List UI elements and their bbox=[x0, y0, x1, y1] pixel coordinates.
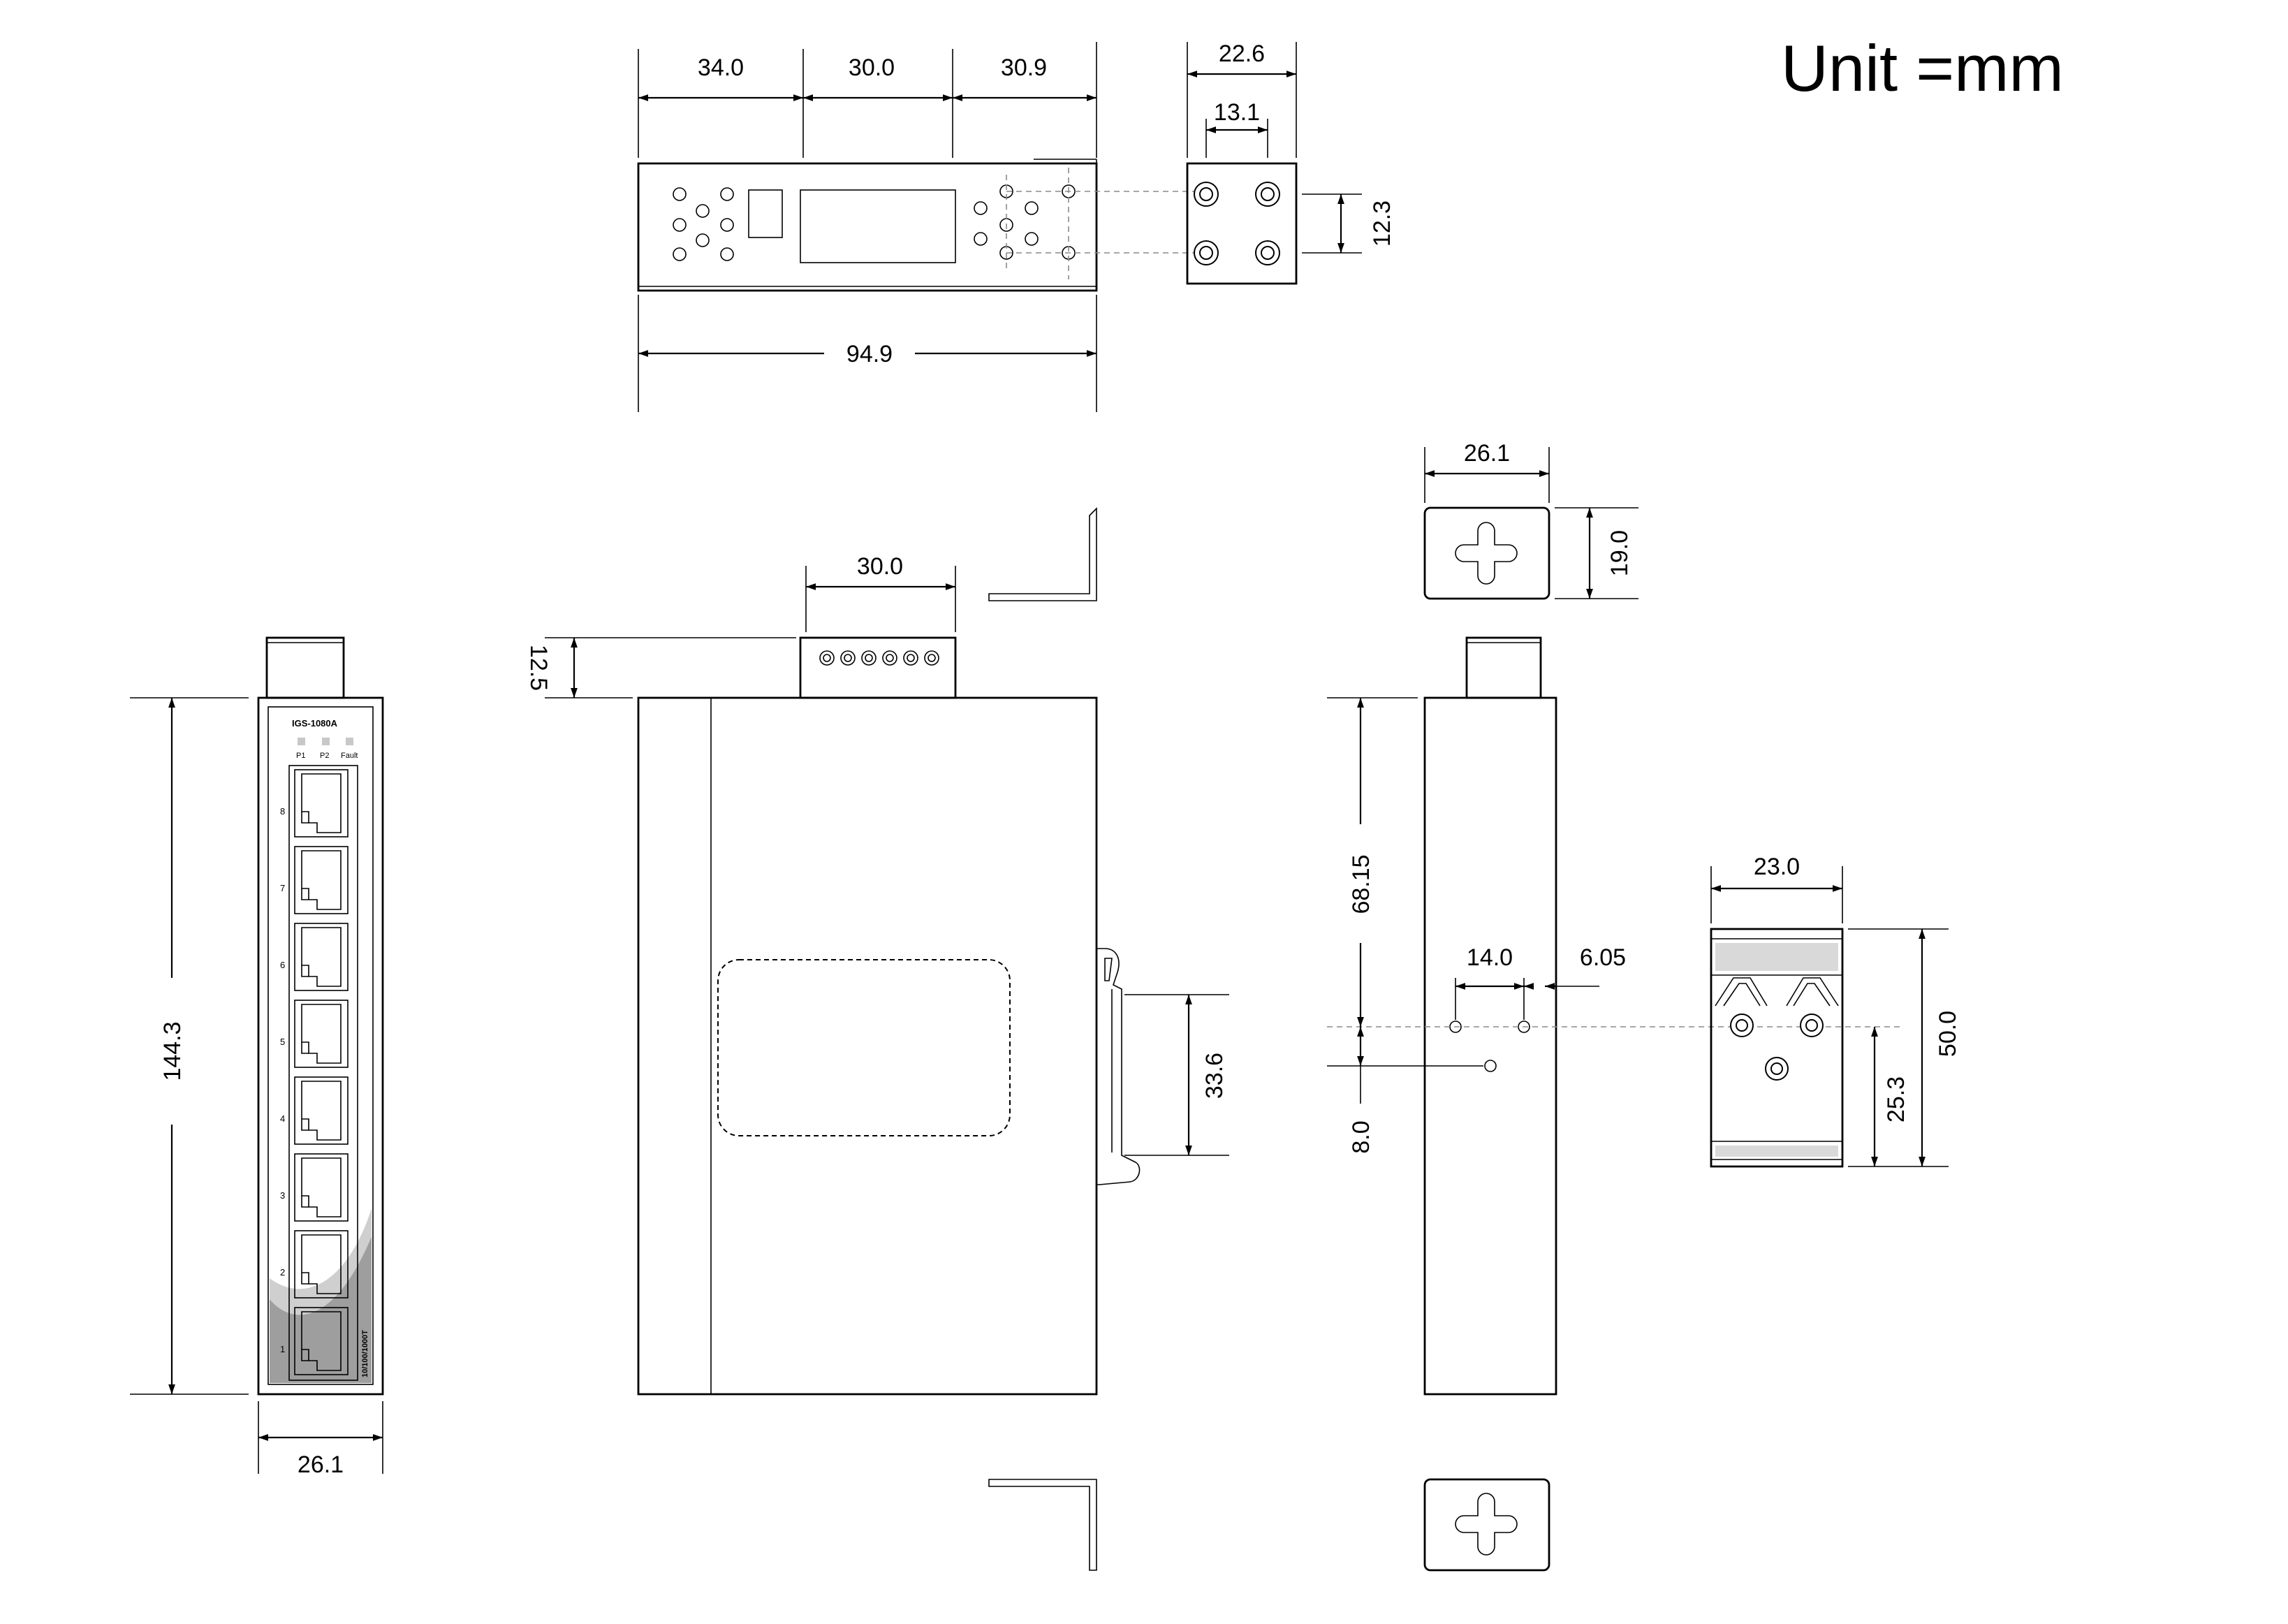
front-view: IGS-1080A P1 P2 Fault 8 7 6 5 4 3 bbox=[130, 636, 384, 1478]
rear-bracket-top bbox=[1423, 506, 1550, 600]
dim-hole-offset: 6.05 bbox=[1580, 944, 1626, 971]
port-type-label: 10/100/1000T bbox=[361, 1330, 369, 1377]
dim-front-width: 26.1 bbox=[298, 1451, 344, 1478]
top-small-window bbox=[748, 189, 783, 238]
front-housing bbox=[257, 696, 384, 1396]
din-clip-body bbox=[1710, 928, 1844, 1168]
side-bracket-bottom bbox=[988, 1479, 1097, 1571]
led-label-p2: P2 bbox=[320, 752, 329, 760]
led-label-fault: Fault bbox=[341, 752, 358, 760]
dim-clip-inner: 13.1 bbox=[1214, 99, 1260, 126]
rear-bracket-slot-bottom bbox=[1455, 1493, 1518, 1556]
side-terminal-block bbox=[799, 636, 957, 699]
terminal-screws bbox=[819, 650, 939, 666]
rear-housing bbox=[1423, 696, 1557, 1396]
rj45-port-5 bbox=[294, 1000, 349, 1068]
led-label-p1: P1 bbox=[296, 752, 305, 760]
port-number: 2 bbox=[280, 1267, 285, 1278]
dim-din-height: 50.0 bbox=[1935, 1011, 1961, 1057]
dim-top-total: 94.9 bbox=[846, 341, 893, 367]
vent-holes-left bbox=[673, 187, 734, 261]
dim-bracket-height: 19.0 bbox=[1606, 530, 1633, 576]
rj45-port-7 bbox=[294, 846, 349, 914]
dim-rail-spacing: 33.6 bbox=[1201, 1053, 1228, 1099]
din-clip: 23.0 50.0 25.3 bbox=[1710, 854, 1961, 1168]
rear-connector-top bbox=[1465, 636, 1542, 699]
dim-top-2: 30.0 bbox=[849, 54, 895, 81]
dim-lower-offset: 8.0 bbox=[1348, 1120, 1374, 1153]
clip-screw-holes bbox=[1194, 182, 1280, 265]
port-number: 5 bbox=[280, 1037, 285, 1047]
front-panel bbox=[267, 706, 374, 1385]
dim-clip-width: 22.6 bbox=[1219, 41, 1265, 67]
rear-bracket-bottom bbox=[1423, 1478, 1550, 1572]
rear-bracket-slot-top bbox=[1455, 522, 1518, 585]
dim-hole-spacing: 14.0 bbox=[1467, 944, 1513, 971]
rear-view: 26.1 19.0 68.15 8.0 14.0 6.05 bbox=[1327, 440, 1900, 1572]
side-view: 30.0 12.5 33.6 bbox=[525, 507, 1229, 1571]
top-view: 34.0 30.0 30.9 94.9 bbox=[637, 42, 1208, 412]
front-led-indicators: P1 P2 Fault bbox=[296, 738, 358, 760]
dim-din-width: 23.0 bbox=[1754, 854, 1800, 880]
port-number: 4 bbox=[280, 1113, 285, 1124]
rear-mount-hole bbox=[1484, 1060, 1497, 1072]
side-housing bbox=[637, 696, 1098, 1396]
dim-top-3: 30.9 bbox=[1001, 54, 1047, 81]
port-number: 6 bbox=[280, 960, 285, 970]
port-number: 8 bbox=[280, 806, 285, 817]
port-number: 7 bbox=[280, 883, 285, 893]
side-label-area bbox=[717, 959, 1011, 1136]
clip-top-view: 22.6 13.1 12.3 bbox=[1186, 41, 1395, 285]
dim-top-1: 34.0 bbox=[698, 54, 744, 81]
top-label-window bbox=[800, 189, 956, 263]
dim-bracket-width: 26.1 bbox=[1464, 440, 1510, 467]
port-numbers: 8 7 6 5 4 3 2 1 bbox=[280, 806, 285, 1354]
rj45-port-3 bbox=[294, 1153, 349, 1222]
dim-upper-offset: 68.15 bbox=[1348, 854, 1374, 914]
dim-front-height: 144.3 bbox=[159, 1021, 186, 1081]
unit-label: Unit =mm bbox=[1781, 31, 2064, 105]
front-connector-top bbox=[265, 636, 345, 699]
side-din-clip bbox=[1097, 948, 1141, 1185]
dim-connector-height: 12.5 bbox=[525, 645, 552, 691]
rj45-port-6 bbox=[294, 923, 349, 991]
dim-connector-width: 30.0 bbox=[857, 553, 903, 580]
port-number: 3 bbox=[280, 1190, 285, 1201]
front-model-label: IGS-1080A bbox=[292, 718, 338, 729]
vent-holes-right bbox=[974, 184, 1076, 260]
rj45-port-8 bbox=[294, 769, 349, 837]
dim-din-hole: 25.3 bbox=[1883, 1076, 1909, 1122]
dim-clip-height: 12.3 bbox=[1369, 200, 1395, 247]
rj45-port-4 bbox=[294, 1076, 349, 1145]
port-number: 1 bbox=[280, 1344, 285, 1354]
side-bracket-top bbox=[988, 507, 1097, 601]
din-clip-spring bbox=[1715, 977, 1839, 1007]
